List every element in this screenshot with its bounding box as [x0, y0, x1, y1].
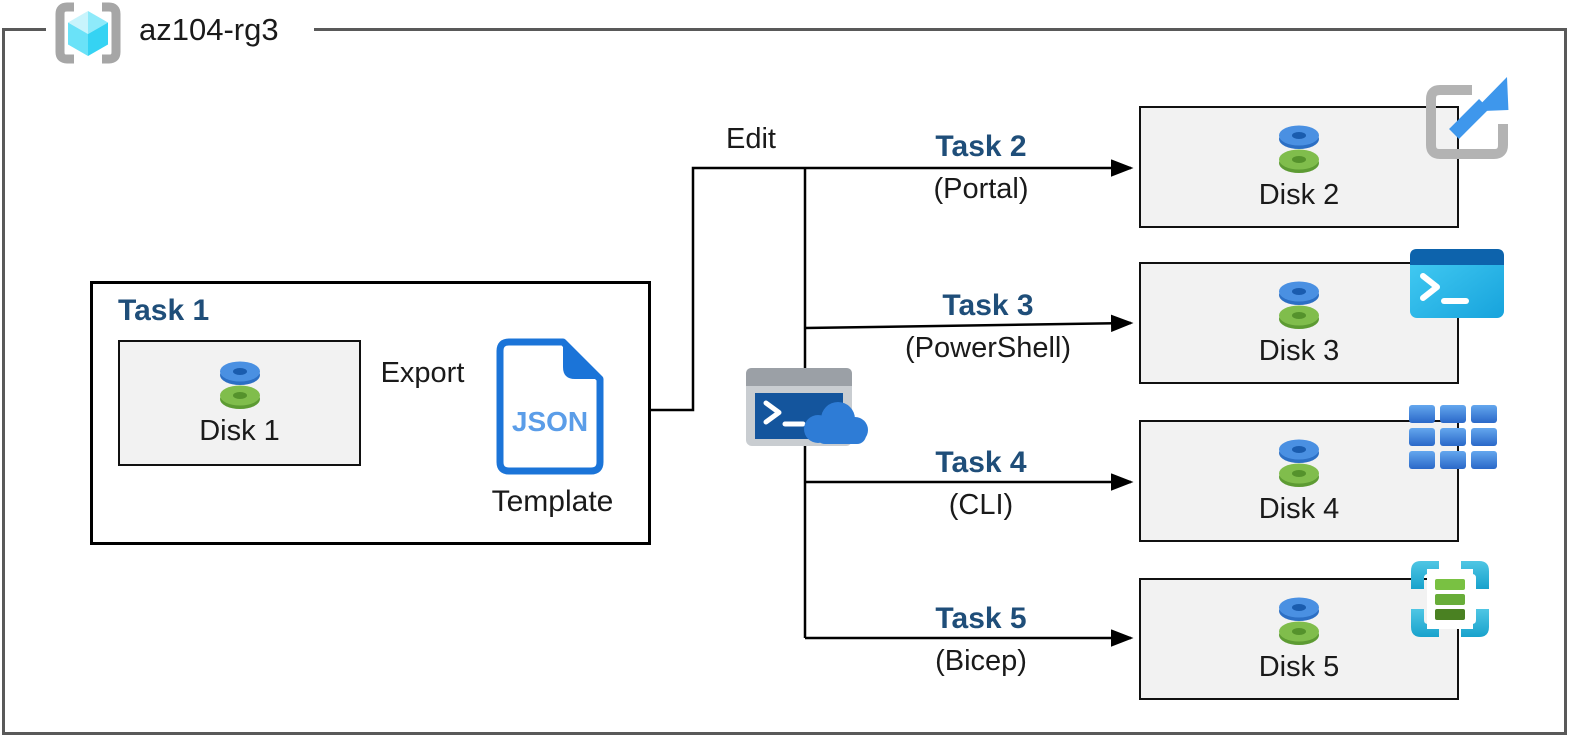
task1-title: Task 1	[118, 294, 210, 327]
task3-label: Task 3 (PowerShell)	[838, 289, 1138, 365]
disk4-label: Disk 4	[1258, 492, 1340, 525]
disk2-box: Disk 2	[1139, 106, 1459, 228]
cloud-shell-icon	[746, 366, 872, 453]
task4-label: Task 4 (CLI)	[831, 446, 1131, 522]
json-file-type: JSON	[512, 406, 588, 437]
managed-disk-icon	[1279, 125, 1319, 173]
task5-title: Task 5	[935, 602, 1027, 635]
disk1-box: Disk 1	[118, 340, 361, 466]
export-label: Export	[380, 357, 465, 389]
task2-title: Task 2	[935, 130, 1027, 163]
task3-method: (PowerShell)	[905, 332, 1071, 364]
disk3-box: Disk 3	[1139, 262, 1459, 384]
disk5-box: Disk 5	[1139, 578, 1459, 700]
resource-group-icon	[52, 2, 124, 69]
cli-grid-icon	[1409, 405, 1497, 474]
resource-group-frame	[2, 28, 1567, 735]
managed-disk-icon	[1279, 597, 1319, 645]
resource-group-name: az104-rg3	[139, 12, 279, 47]
json-file-icon: JSON	[493, 338, 607, 480]
template-caption: Template	[491, 485, 614, 518]
frame-title-gap	[46, 25, 314, 35]
disk3-label: Disk 3	[1258, 334, 1340, 367]
disk5-label: Disk 5	[1258, 650, 1340, 683]
task2-label: Task 2 (Portal)	[831, 130, 1131, 206]
disk4-box: Disk 4	[1139, 420, 1459, 542]
task4-title: Task 4	[935, 446, 1027, 479]
portal-launch-icon	[1416, 68, 1512, 165]
task5-method: (Bicep)	[935, 645, 1027, 677]
powershell-icon	[1410, 249, 1504, 323]
edit-task2-arrow	[651, 159, 1134, 412]
managed-disk-icon	[1279, 439, 1319, 487]
task5-label: Task 5 (Bicep)	[831, 602, 1131, 678]
task2-method: (Portal)	[933, 173, 1029, 205]
edit-label: Edit	[726, 123, 776, 155]
task3-arrow	[804, 314, 1134, 333]
task3-title: Task 3	[942, 289, 1034, 322]
bicep-template-icon	[1407, 557, 1493, 646]
task4-method: (CLI)	[948, 489, 1014, 521]
managed-disk-icon	[1279, 281, 1319, 329]
managed-disk-icon	[219, 361, 260, 409]
disk1-label: Disk 1	[199, 414, 280, 447]
disk2-label: Disk 2	[1258, 178, 1340, 211]
